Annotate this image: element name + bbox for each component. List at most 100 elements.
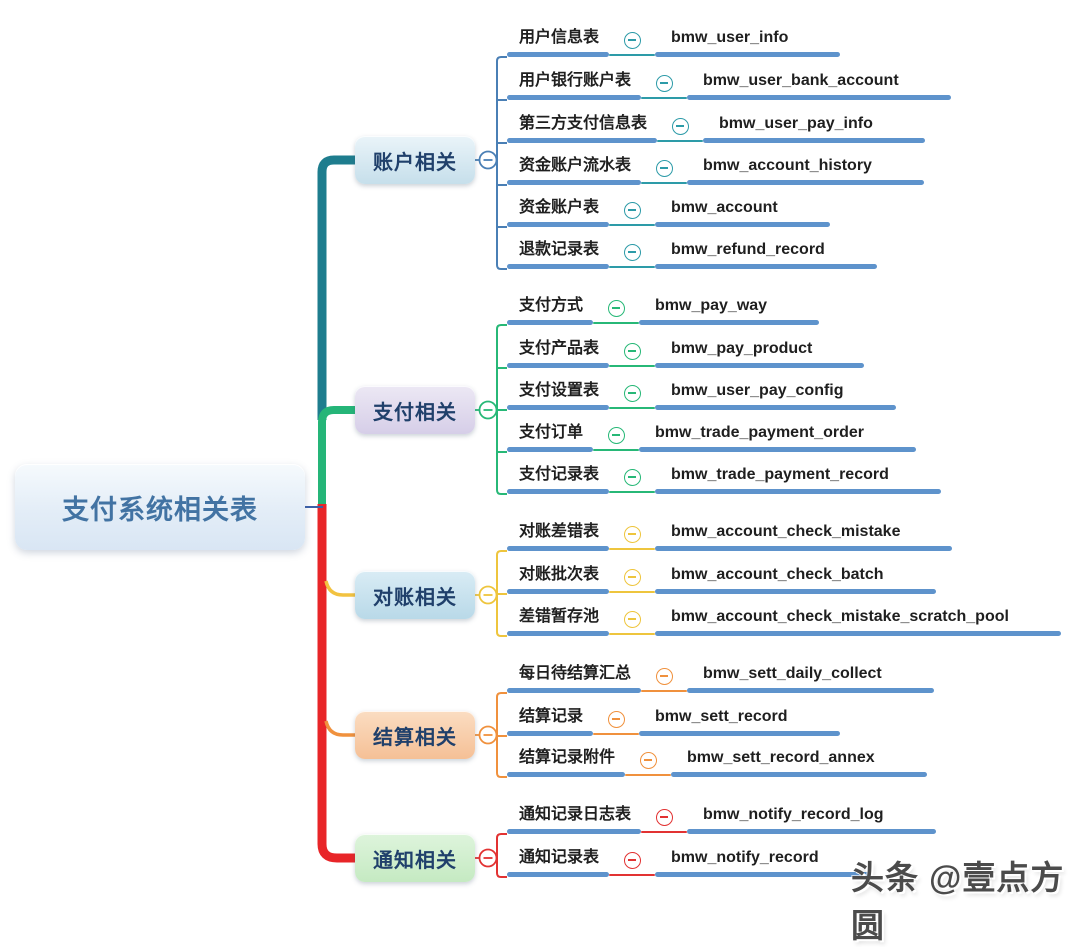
leaf-table-name: bmw_user_pay_info bbox=[719, 115, 873, 132]
leaf-node[interactable]: 资金账户流水表 bmw_account_history bbox=[507, 155, 924, 185]
collapse-icon[interactable] bbox=[623, 384, 641, 402]
collapse-icon[interactable] bbox=[607, 710, 625, 728]
category-node-settlement[interactable]: 结算相关 bbox=[355, 711, 475, 759]
leaf-node[interactable]: 每日待结算汇总 bmw_sett_daily_collect bbox=[507, 663, 934, 693]
leaf-table-block: bmw_trade_payment_record bbox=[655, 464, 941, 494]
leaf-label: 支付设置表 bbox=[519, 382, 600, 399]
collapse-icon-notification[interactable] bbox=[478, 848, 498, 868]
leaf-label: 支付方式 bbox=[519, 297, 584, 314]
leaf-table-block: bmw_account_check_batch bbox=[655, 564, 936, 594]
leaf-connector bbox=[625, 751, 672, 778]
category-node-payment[interactable]: 支付相关 bbox=[355, 386, 475, 434]
leaf-table-block: bmw_user_bank_account bbox=[687, 70, 951, 100]
connector-lines bbox=[305, 56, 507, 878]
collapse-icon[interactable] bbox=[623, 243, 641, 261]
leaf-underline bbox=[507, 180, 642, 185]
collapse-icon[interactable] bbox=[623, 568, 641, 586]
collapse-icon-reconciliation[interactable] bbox=[478, 585, 498, 605]
leaf-underline bbox=[655, 589, 936, 594]
leaf-table-name: bmw_trade_payment_record bbox=[671, 466, 889, 483]
leaf-connector-line bbox=[609, 364, 656, 367]
leaf-label: 资金账户流水表 bbox=[519, 157, 632, 174]
collapse-icon[interactable] bbox=[623, 201, 641, 219]
leaf-underline bbox=[687, 180, 924, 185]
collapse-icon[interactable] bbox=[623, 31, 641, 49]
leaf-table-block: bmw_account_check_mistake bbox=[655, 521, 953, 551]
leaf-label: 支付产品表 bbox=[519, 340, 600, 357]
collapse-icon[interactable] bbox=[623, 610, 641, 628]
collapse-icon[interactable] bbox=[655, 74, 673, 92]
collapse-icon[interactable] bbox=[623, 468, 641, 486]
leaf-connector-line bbox=[657, 139, 704, 142]
leaf-underline bbox=[655, 363, 865, 368]
leaf-table-name: bmw_notify_record bbox=[671, 849, 819, 866]
leaf-connector bbox=[593, 299, 640, 326]
leaf-table-name: bmw_sett_daily_collect bbox=[703, 665, 882, 682]
collapse-icon-payment[interactable] bbox=[478, 400, 498, 420]
category-node-account[interactable]: 账户相关 bbox=[355, 136, 475, 184]
collapse-icon[interactable] bbox=[607, 299, 625, 317]
leaf-underline bbox=[507, 631, 610, 636]
leaf-table-name: bmw_account_history bbox=[703, 157, 872, 174]
leaf-label: 每日待结算汇总 bbox=[519, 665, 632, 682]
leaf-underline bbox=[507, 872, 610, 877]
leaf-connector-line bbox=[609, 490, 656, 493]
leaf-table-name: bmw_account bbox=[671, 199, 778, 216]
root-node[interactable]: 支付系统相关表 bbox=[15, 464, 305, 550]
collapse-icon-settlement[interactable] bbox=[478, 725, 498, 745]
collapse-icon[interactable] bbox=[655, 667, 673, 685]
collapse-icon[interactable] bbox=[655, 808, 673, 826]
leaf-connector bbox=[609, 610, 656, 637]
collapse-icon[interactable] bbox=[639, 751, 657, 769]
category-node-reconciliation[interactable]: 对账相关 bbox=[355, 571, 475, 619]
leaf-node[interactable]: 支付记录表 bmw_trade_payment_record bbox=[507, 464, 941, 494]
leaf-connector bbox=[657, 117, 704, 144]
collapse-icon[interactable] bbox=[623, 525, 641, 543]
leaf-underline bbox=[655, 264, 877, 269]
leaf-node[interactable]: 用户信息表 bmw_user_info bbox=[507, 27, 841, 57]
category-node-notification[interactable]: 通知相关 bbox=[355, 834, 475, 882]
collapse-icon[interactable] bbox=[655, 159, 673, 177]
leaf-underline bbox=[687, 688, 934, 693]
leaf-label-block: 用户信息表 bbox=[507, 27, 610, 57]
leaf-underline bbox=[655, 489, 941, 494]
collapse-icon[interactable] bbox=[607, 426, 625, 444]
leaf-table-block: bmw_user_info bbox=[655, 27, 841, 57]
leaf-label: 退款记录表 bbox=[519, 241, 600, 258]
collapse-icon-account[interactable] bbox=[478, 150, 498, 170]
leaf-connector bbox=[609, 243, 656, 270]
leaf-underline bbox=[507, 447, 594, 452]
leaf-underline bbox=[507, 363, 610, 368]
collapse-icon[interactable] bbox=[623, 342, 641, 360]
leaf-table-block: bmw_notify_record bbox=[655, 847, 871, 877]
leaf-connector bbox=[593, 710, 640, 737]
leaf-underline bbox=[687, 829, 936, 834]
leaf-connector bbox=[609, 201, 656, 228]
collapse-icon[interactable] bbox=[623, 851, 641, 869]
collapse-icon[interactable] bbox=[671, 117, 689, 135]
leaf-underline bbox=[507, 320, 594, 325]
leaf-underline bbox=[507, 405, 610, 410]
trunk-settlement bbox=[324, 720, 356, 737]
leaf-label-block: 通知记录日志表 bbox=[507, 804, 642, 834]
leaf-underline bbox=[639, 731, 840, 736]
category-label: 支付相关 bbox=[373, 401, 457, 424]
branch-bracket-reconciliation bbox=[496, 550, 507, 637]
leaf-underline bbox=[507, 489, 610, 494]
leaf-label: 支付记录表 bbox=[519, 466, 600, 483]
